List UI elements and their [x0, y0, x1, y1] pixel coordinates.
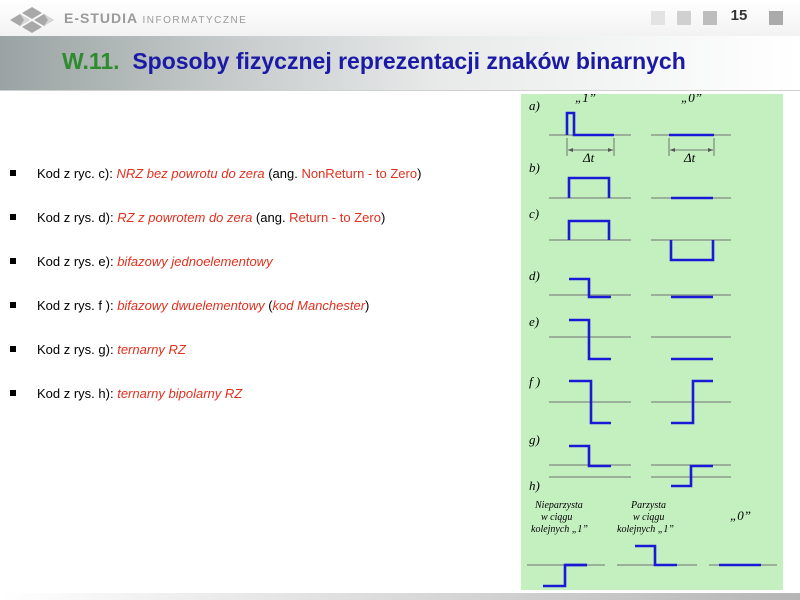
- logo-text: E-STUDIA INFORMATYCZNE: [64, 10, 247, 26]
- column-header-one: „1”: [575, 94, 596, 105]
- signal-g-one: [549, 444, 631, 468]
- caption-odd-line2: w ciągu: [541, 512, 572, 523]
- bullet-marker: [10, 302, 16, 308]
- footer-bar: [0, 593, 800, 600]
- bullet-marker: [10, 214, 16, 220]
- title-number: W.11.: [62, 48, 120, 74]
- decor-square-3: [703, 11, 717, 25]
- row-label-a: a): [529, 98, 540, 113]
- logo: E-STUDIA INFORMATYCZNE: [6, 4, 266, 34]
- bullet-text: Kod z ryc. c): NRZ bez powrotu do zera (…: [37, 166, 422, 181]
- bullet-item: Kod z rys. h): ternarny bipolarny RZ: [10, 386, 515, 430]
- decor-square-2: [677, 11, 691, 25]
- bullet-item: Kod z ryc. c): NRZ bez powrotu do zera (…: [10, 166, 515, 210]
- caption-even-line3: kolejnych „1”: [617, 524, 674, 535]
- bullet-item: Kod z rys. e): bifazowy jednoelementowy: [10, 254, 515, 298]
- logo-icon: [10, 7, 54, 33]
- signal-e-one: [549, 318, 631, 361]
- row-label-g: g): [529, 432, 540, 447]
- bullet-marker: [10, 170, 16, 176]
- signal-e-zero: [651, 336, 731, 361]
- row-label-f: f ): [529, 374, 540, 389]
- bullet-text: Kod z rys. e): bifazowy jednoelementowy: [37, 254, 273, 269]
- page-title: W.11. Sposoby fizycznej reprezentacji zn…: [62, 48, 686, 75]
- row-label-d: d): [529, 268, 540, 283]
- decor-square-4: [769, 11, 783, 25]
- signal-a-zero: Δt: [651, 133, 731, 165]
- signal-d-one: [549, 277, 631, 299]
- page-number: 15: [730, 7, 748, 24]
- column-header-zero: „0”: [681, 94, 702, 105]
- caption-even-line1: Parzysta: [630, 500, 666, 511]
- bullet-item: Kod z rys. d): RZ z powrotem do zera (an…: [10, 210, 515, 254]
- caption-odd-line3: kolejnych „1”: [531, 524, 588, 535]
- title-text: Sposoby fizycznej reprezentacji znaków b…: [132, 48, 686, 74]
- row-label-b: b): [529, 160, 540, 175]
- bullet-text: Kod z rys. g): ternarny RZ: [37, 342, 186, 357]
- signal-diagram-svg: a) b) c) d) e) f ) g) h) „1” „0” Δt: [527, 90, 777, 588]
- signal-c-one: [549, 219, 631, 241]
- logo-text-small: INFORMATYCZNE: [142, 15, 248, 26]
- row-label-h: h): [529, 478, 540, 493]
- bullet-text: Kod z rys. d): RZ z powrotem do zera (an…: [37, 210, 386, 225]
- row-label-c: c): [529, 206, 539, 221]
- signal-b-one: [549, 176, 631, 199]
- row-label-e: e): [529, 314, 539, 329]
- delta-t-label: Δt: [582, 150, 595, 165]
- signal-a-one: Δt: [549, 111, 631, 165]
- delta-t-label: Δt: [683, 150, 696, 165]
- signal-h-zero: [651, 464, 731, 488]
- top-bar: E-STUDIA INFORMATYCZNE 15: [0, 0, 800, 36]
- bullet-list: Kod z ryc. c): NRZ bez powrotu do zera (…: [10, 166, 515, 430]
- caption-even-line2: w ciągu: [633, 512, 664, 523]
- bullet-item: Kod z rys. f ): bifazowy dwuelementowy (…: [10, 298, 515, 342]
- title-bar: W.11. Sposoby fizycznej reprezentacji zn…: [0, 36, 800, 91]
- bullet-text: Kod z rys. f ): bifazowy dwuelementowy (…: [37, 298, 370, 313]
- signal-bottom-odd: [527, 563, 605, 588]
- signal-d-zero: [651, 294, 731, 299]
- bullet-item: Kod z rys. g): ternarny RZ: [10, 342, 515, 386]
- bullet-marker: [10, 390, 16, 396]
- signal-c-zero: [651, 239, 731, 262]
- logo-text-main: E-STUDIA: [64, 10, 138, 26]
- signal-bottom-even: [617, 544, 697, 567]
- caption-odd-line1: Nieparzysta: [534, 500, 583, 511]
- decor-square-1: [651, 11, 665, 25]
- bullet-marker: [10, 258, 16, 264]
- bullet-marker: [10, 346, 16, 352]
- bottom-zero-label: „0”: [730, 508, 751, 523]
- signal-f-one: [549, 379, 631, 425]
- signal-diagram: a) b) c) d) e) f ) g) h) „1” „0” Δt: [521, 90, 783, 590]
- bullet-text: Kod z rys. h): ternarny bipolarny RZ: [37, 386, 243, 401]
- signal-f-zero: [651, 379, 731, 425]
